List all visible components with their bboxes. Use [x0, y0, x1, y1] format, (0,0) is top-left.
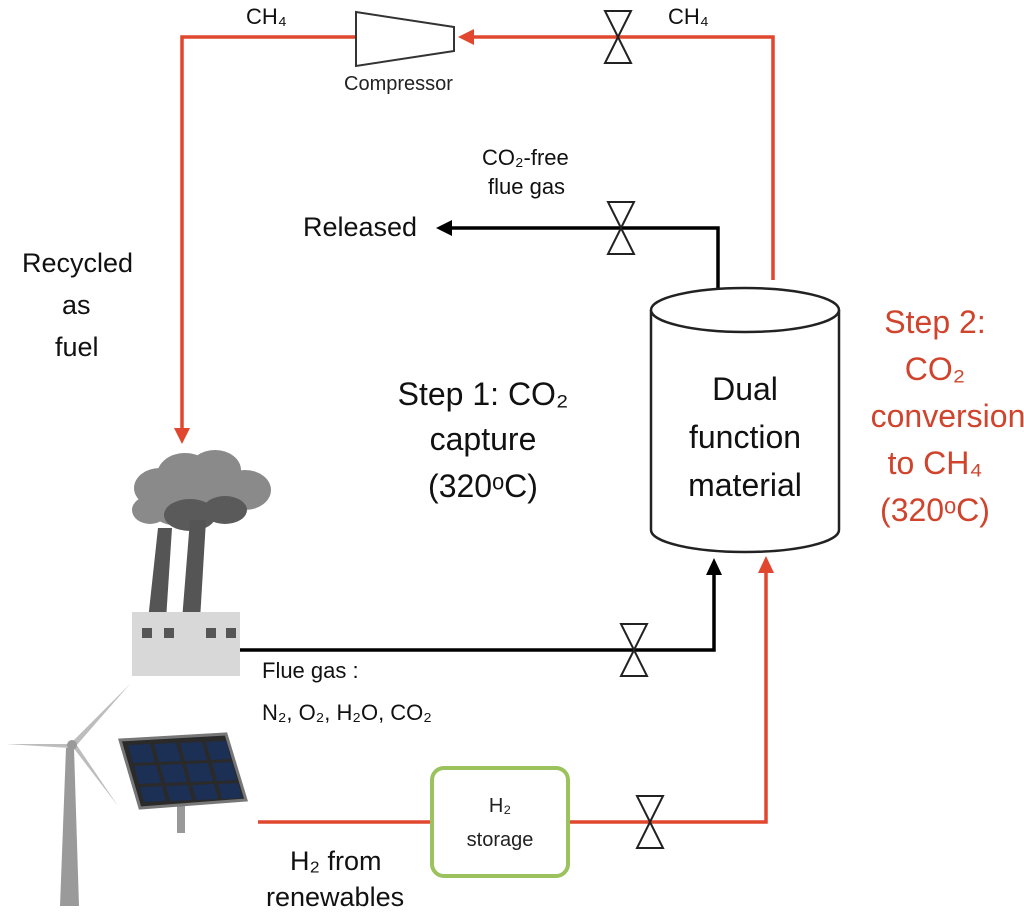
h2-renewables-label-line2: renewables [266, 882, 404, 912]
factory-icon [132, 450, 271, 676]
dfm-label-line2: function [689, 419, 801, 455]
h2-arrowhead [758, 556, 774, 573]
h2-renewables-label-line1: H₂ from [290, 846, 381, 876]
compressor-label: Compressor [344, 73, 453, 95]
compressor-icon [355, 10, 455, 68]
co2-free-label-line1: CO₂-free [482, 145, 569, 170]
wind-turbine-icon [6, 684, 130, 906]
flue-gas-line [240, 574, 716, 652]
valve-icon [606, 201, 636, 255]
ch4-arrowhead [458, 29, 474, 45]
h2-storage-label-line1: H₂ [489, 795, 511, 817]
ch4-recycle-line-right [470, 35, 775, 280]
recycled-label-line2: as [62, 290, 91, 320]
solar-panel-icon [118, 732, 248, 833]
released-arrowhead [436, 220, 452, 236]
step2-label-line1: Step 2: [884, 304, 985, 340]
valve-icon [619, 623, 649, 677]
step2-label-line4: to CH₄ [888, 445, 983, 481]
step1-label-line3: (320ᵒC) [428, 468, 538, 504]
flue-gas-arrowhead [706, 558, 722, 575]
recycled-label-line1: Recycled [22, 248, 133, 278]
h2-storage-box [430, 766, 570, 878]
step2-label-line2: CO₂ [905, 351, 965, 387]
ch4-left-label: CH₄ [246, 4, 287, 29]
recycled-label-line3: fuel [55, 332, 99, 362]
released-line [448, 226, 720, 288]
released-label: Released [303, 212, 417, 242]
ch4-recycle-line-left [180, 35, 356, 430]
dfm-label-line1: Dual [712, 371, 778, 407]
h2-storage-label-line2: storage [467, 829, 534, 851]
reactor-cylinder-icon [649, 286, 841, 554]
step1-label-line1: Step 1: CO₂ [398, 376, 569, 412]
valve-icon [635, 795, 665, 849]
flue-gas-label-line1: Flue gas : [262, 658, 359, 683]
recycled-fuel-arrowhead [174, 428, 190, 444]
co2-free-label-line2: flue gas [488, 174, 565, 199]
flue-gas-label-line2: N₂, O₂, H₂O, CO₂ [262, 700, 432, 725]
h2-line [258, 572, 768, 824]
dfm-label-line3: material [688, 467, 802, 503]
step1-label-line2: capture [430, 421, 537, 457]
valve-icon [603, 10, 633, 64]
step2-label-line3: conversion [871, 398, 1024, 434]
ch4-right-label: CH₄ [668, 4, 709, 29]
step2-label-line5: (320ᵒC) [880, 492, 990, 528]
